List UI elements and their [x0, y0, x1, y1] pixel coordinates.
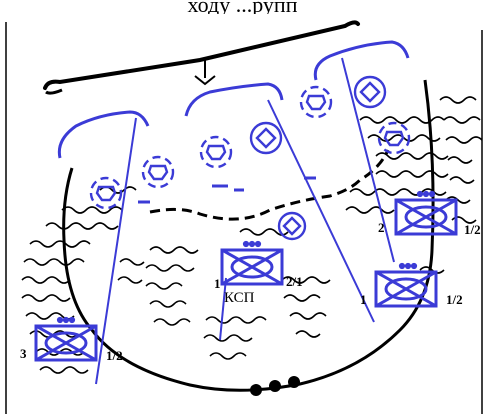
label-unit-3-fraction: 1/2 — [106, 348, 123, 363]
unit-box-1 — [374, 262, 438, 308]
unit-box-2 — [394, 190, 458, 236]
cut-header-text: ходу ...рупп — [187, 0, 298, 14]
label-ksp: КСП — [224, 290, 255, 306]
unit-box-center — [220, 240, 284, 286]
terrain-hatching-right — [345, 96, 483, 274]
ski-line — [43, 20, 360, 95]
label-center-fraction: 2/1 — [286, 274, 303, 289]
ellipsis-dots — [250, 376, 300, 396]
unit-lines — [95, 57, 395, 385]
label-unit-3: 3 — [20, 346, 27, 361]
front-arcs — [57, 40, 410, 159]
terrain-hatching-left — [21, 186, 137, 374]
vehicle-symbols — [89, 75, 411, 241]
blue-ticks — [138, 176, 316, 204]
label-unit-2-fraction: 1/2 — [464, 222, 481, 237]
terrain-outline — [62, 79, 435, 392]
unit-box-3 — [34, 316, 98, 362]
dashed-route — [149, 149, 390, 221]
label-unit-1-fraction: 1/2 — [446, 292, 463, 307]
label-center-unit: 1 — [214, 276, 221, 291]
label-unit-1: 1 — [360, 292, 367, 307]
label-unit-2: 2 — [378, 220, 385, 235]
terrain-hatching-center — [117, 228, 331, 360]
